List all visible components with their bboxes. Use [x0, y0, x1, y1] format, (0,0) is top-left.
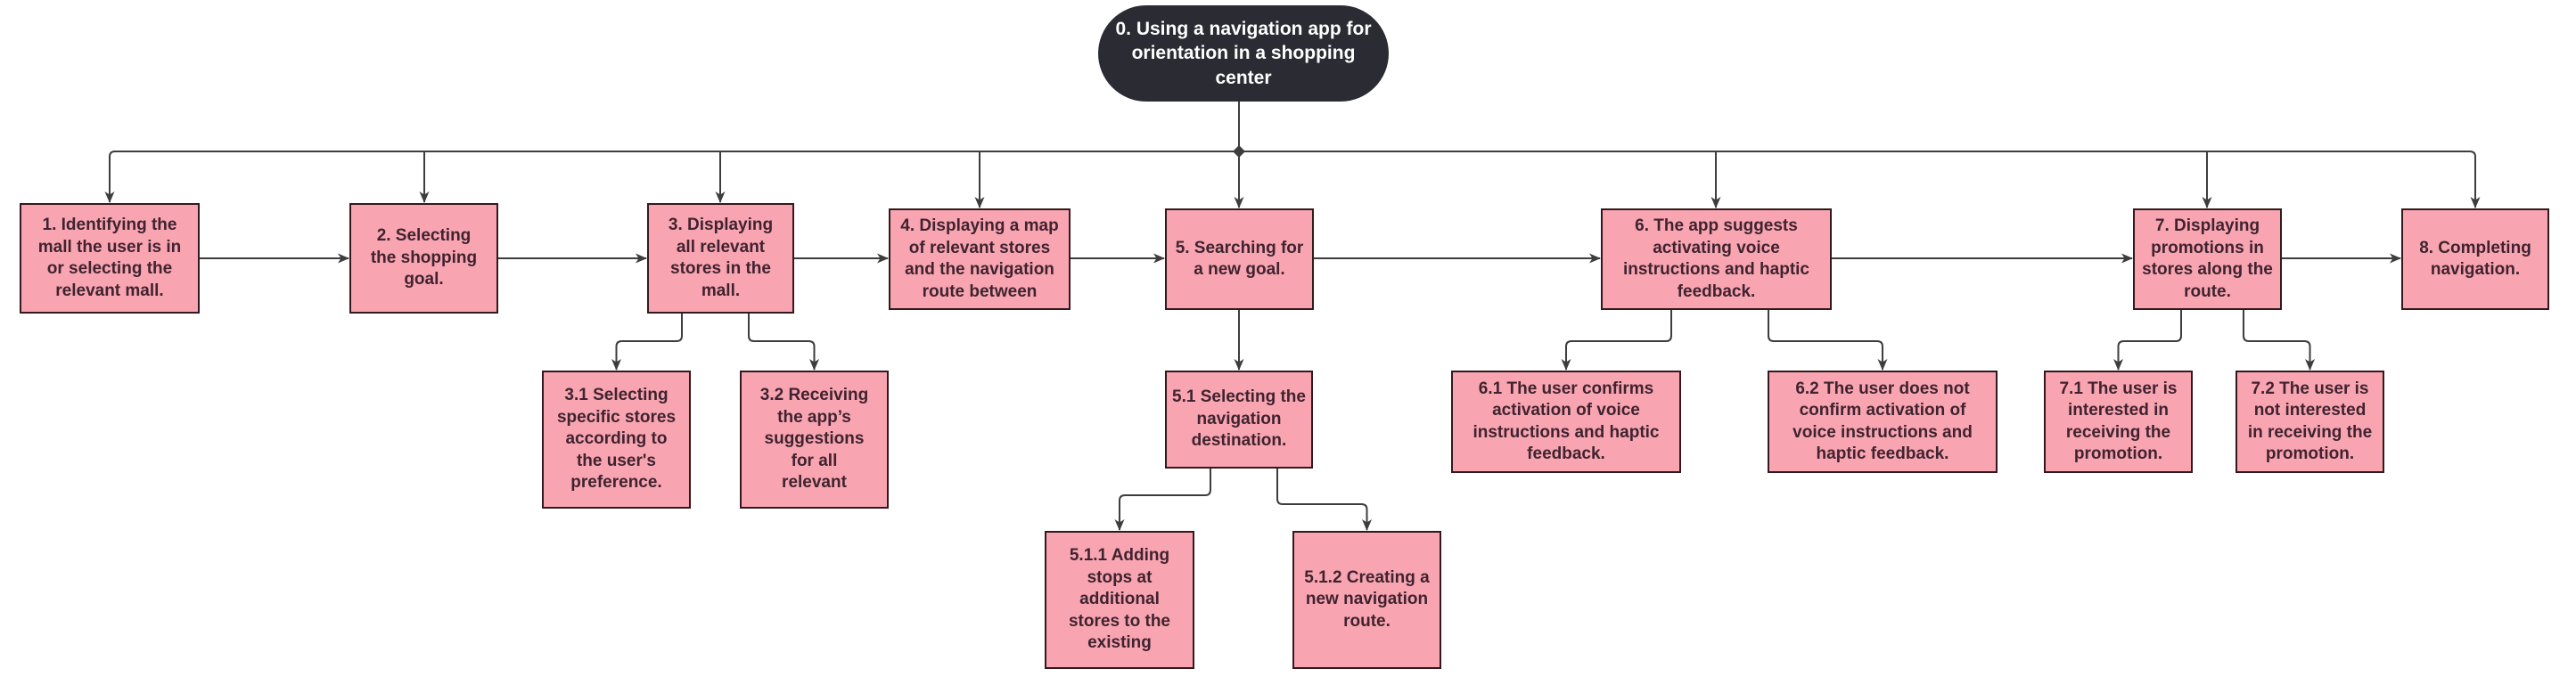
edge-7-7.2: [2243, 310, 2315, 371]
node-7[interactable]: 7. Displaying promotions in stores along…: [2133, 208, 2282, 310]
edge-6-6.1: [1561, 310, 1672, 371]
node-5-1-2[interactable]: 5.1.2 Creating a new navigation route.: [1292, 531, 1441, 669]
node-5-1-2-label: 5.1.2 Creating a new navigation route.: [1304, 567, 1430, 631]
node-5-1[interactable]: 5.1 Selecting the navigation destination…: [1165, 371, 1313, 469]
node-8[interactable]: 8. Completing navigation.: [2401, 208, 2549, 310]
node-3-1[interactable]: 3.1 Selecting specific stores according …: [542, 371, 691, 509]
node-7-1-label: 7.1 The user is interested in receiving …: [2059, 379, 2178, 464]
edge-bus: [109, 151, 2476, 158]
node-1-label: 1. Identifying the mall the user is in o…: [37, 216, 182, 300]
node-2[interactable]: 2. Selecting the shopping goal.: [349, 203, 498, 314]
node-5-1-label: 5.1 Selecting the navigation destination…: [1172, 387, 1306, 451]
edge-6-6.2: [1768, 310, 1888, 371]
node-6[interactable]: 6. The app suggests activating voice ins…: [1601, 208, 1832, 310]
node-6-2-label: 6.2 The user does not confirm activation…: [1793, 379, 1973, 464]
node-3-2[interactable]: 3.2 Receiving the app’s suggestions for …: [740, 371, 889, 509]
node-5-1-1[interactable]: 5.1.1 Adding stops at additional stores …: [1045, 531, 1194, 669]
node-5[interactable]: 5. Searching for a new goal.: [1165, 208, 1314, 310]
edge-3-3.1: [611, 314, 683, 371]
node-6-2[interactable]: 6.2 The user does not confirm activation…: [1768, 371, 1998, 473]
edge-5.1-5.1.2: [1276, 469, 1372, 531]
node-6-label: 6. The app suggests activating voice ins…: [1622, 216, 1810, 301]
node-1[interactable]: 1. Identifying the mall the user is in o…: [20, 203, 200, 314]
node-6-1-label: 6.1 The user confirms activation of voic…: [1473, 379, 1660, 464]
node-0-label: 0. Using a navigation app for orientatio…: [1115, 19, 1372, 88]
node-7-2-label: 7.2 The user is not interested in receiv…: [2247, 379, 2373, 464]
node-4-label: 4. Displaying a map of relevant stores a…: [900, 216, 1059, 301]
node-5-1-1-label: 5.1.1 Adding stops at additional stores …: [1068, 546, 1171, 653]
node-4[interactable]: 4. Displaying a map of relevant stores a…: [889, 208, 1071, 310]
node-2-label: 2. Selecting the shopping goal.: [370, 226, 478, 289]
node-5-label: 5. Searching for a new goal.: [1175, 238, 1304, 280]
edge-3-3.2: [748, 314, 819, 371]
node-7-1[interactable]: 7.1 The user is interested in receiving …: [2044, 371, 2193, 473]
node-3-2-label: 3.2 Receiving the app’s suggestions for …: [759, 386, 869, 493]
node-8-label: 8. Completing navigation.: [2419, 238, 2531, 280]
node-3-1-label: 3.1 Selecting specific stores according …: [556, 386, 677, 493]
node-3[interactable]: 3. Displaying all relevant stores in the…: [647, 203, 794, 314]
edge-5.1-5.1.1: [1114, 469, 1211, 531]
edge-7-7.1: [2113, 310, 2182, 371]
node-7-2[interactable]: 7.2 The user is not interested in receiv…: [2236, 371, 2384, 473]
node-0[interactable]: 0. Using a navigation app for orientatio…: [1098, 5, 1389, 102]
junction-dot: [1233, 145, 1245, 158]
node-3-label: 3. Displaying all relevant stores in the…: [668, 216, 774, 300]
node-7-label: 7. Displaying promotions in stores along…: [2142, 216, 2273, 301]
node-6-1[interactable]: 6.1 The user confirms activation of voic…: [1451, 371, 1681, 473]
